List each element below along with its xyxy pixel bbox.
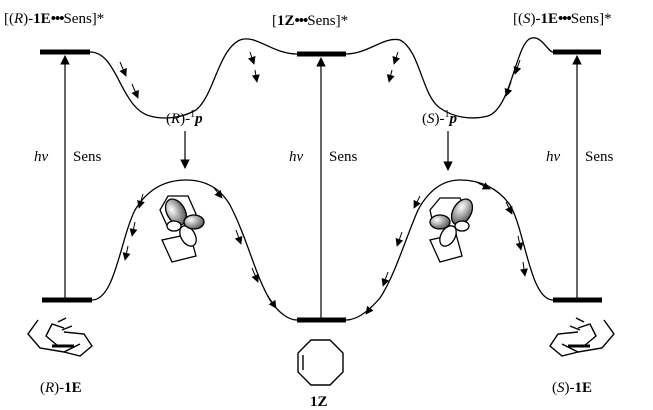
p-orbital-lobe: [183, 214, 205, 230]
path-arrow: [251, 69, 260, 83]
path-arrow: [504, 81, 513, 97]
label-r-perpendicular: (R)-1p: [166, 109, 203, 127]
label-r-1e-sens-excited: [(R)-1E•••Sens]*: [4, 11, 105, 27]
label-1z-sens-excited: [1Z•••Sens]*: [272, 13, 349, 29]
label-r-1e: (R)-1E: [40, 380, 82, 396]
r-1e-structure: [27, 317, 93, 357]
path-arrow: [234, 229, 243, 245]
1z-structure: [297, 339, 344, 386]
path-arrow: [365, 305, 374, 315]
path-arrow: [392, 51, 401, 65]
p-orbital-lobe: [454, 220, 470, 232]
path-arrow: [515, 235, 524, 251]
label-s-1e: (S)-1E: [552, 380, 593, 396]
p-orbital-lobe: [164, 198, 188, 226]
path-arrow: [213, 187, 223, 199]
s-1e-structure: [549, 317, 615, 357]
path-arrow: [251, 267, 259, 283]
path-arrow: [381, 271, 390, 287]
ground-state-curve: [91, 179, 554, 321]
label-hv-r: hν: [34, 149, 49, 165]
path-arrow: [477, 182, 491, 190]
path-arrow: [122, 245, 131, 261]
s-perpendicular-structure: [429, 197, 474, 263]
p-orbital-lobe: [179, 225, 197, 247]
p-orbital-lobe: [166, 220, 182, 232]
excited-state-curve: [89, 37, 554, 119]
label-s-perpendicular: (S)-1p: [422, 109, 457, 127]
path-arrow: [395, 231, 404, 247]
label-hv-z: hν: [289, 149, 304, 165]
label-s-1e-sens-excited: [(S)-1E•••Sens]*: [513, 11, 612, 27]
label-sens-r: Sens: [73, 149, 102, 165]
path-arrow: [513, 59, 522, 75]
path-arrow: [129, 221, 138, 237]
p-orbital-lobe: [439, 225, 457, 247]
path-direction-arrows: [119, 51, 528, 315]
label-1z: 1Z: [310, 394, 328, 410]
path-arrow: [413, 195, 421, 209]
path-arrow: [505, 201, 513, 215]
r-perpendicular-structure: [159, 195, 205, 263]
path-arrow: [386, 69, 395, 83]
path-arrow: [267, 295, 277, 309]
label-sens-z: Sens: [329, 149, 358, 165]
label-hv-s: hν: [546, 149, 561, 165]
path-arrow: [131, 83, 139, 99]
path-arrow: [247, 51, 256, 65]
decay-arrows: [180, 131, 453, 171]
path-arrow: [137, 193, 145, 209]
excitation-arrows: [60, 55, 582, 318]
p-orbital-lobe: [429, 214, 451, 230]
label-sens-s: Sens: [585, 149, 614, 165]
path-arrow: [119, 61, 127, 77]
path-arrow: [520, 261, 528, 277]
